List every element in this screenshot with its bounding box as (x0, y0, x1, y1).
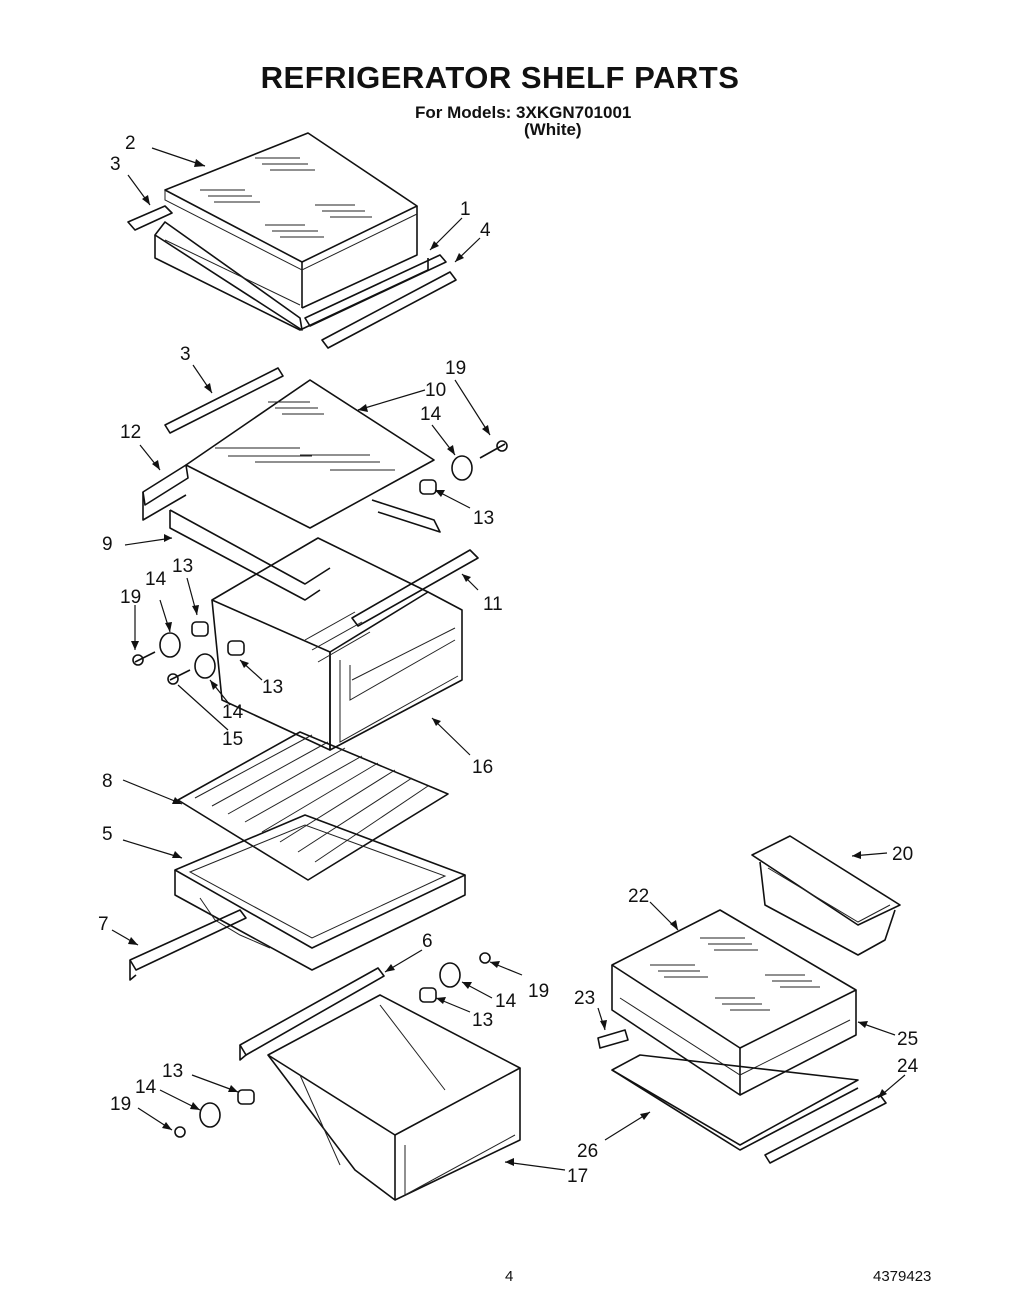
model-variant: (White) (524, 120, 582, 139)
callout-22: 22 (628, 886, 649, 907)
callout-13d: 13 (472, 1010, 493, 1031)
callout-4: 4 (480, 220, 491, 241)
callout-10: 10 (425, 380, 446, 401)
callout-13e: 13 (162, 1061, 183, 1082)
pantry-drawer (211, 537, 479, 751)
models-line: For Models: 3XKGN701001 (415, 103, 632, 122)
callout-8: 8 (102, 771, 113, 792)
callout-14e: 14 (135, 1077, 157, 1098)
crisper-cover-assembly (127, 132, 457, 349)
callout-24: 24 (897, 1056, 919, 1077)
callout-13b: 13 (172, 556, 193, 577)
callout-6: 6 (422, 931, 433, 952)
callout-14d: 14 (495, 991, 517, 1012)
callout-16: 16 (472, 757, 493, 778)
callout-14c: 14 (222, 702, 244, 723)
callout-26: 26 (577, 1141, 598, 1162)
document-number: 4379423 (873, 1268, 932, 1285)
callout-25: 25 (897, 1029, 918, 1050)
right-crisper-cover-assembly (597, 909, 887, 1164)
callout-17: 17 (567, 1166, 588, 1187)
callout-3b: 3 (180, 344, 191, 365)
callout-13c: 13 (262, 677, 283, 698)
callout-numbers: 2 3 1 4 3 19 10 14 12 13 9 13 14 19 11 1… (98, 133, 919, 1187)
callout-13a: 13 (473, 508, 494, 529)
roller-hardware-right-upper (419, 440, 508, 495)
callout-15: 15 (222, 729, 243, 750)
page-number: 4 (505, 1268, 514, 1285)
callout-20: 20 (892, 844, 913, 865)
roller-hardware-lower (174, 952, 491, 1138)
callout-2: 2 (125, 133, 136, 154)
callout-3a: 3 (110, 154, 121, 175)
callout-19b: 19 (120, 587, 141, 608)
callout-19d: 19 (110, 1094, 131, 1115)
callout-14a: 14 (420, 404, 442, 425)
callout-1: 1 (460, 199, 471, 220)
page-title: REFRIGERATOR SHELF PARTS (260, 60, 740, 95)
callout-7: 7 (98, 914, 109, 935)
callout-leaders (111, 147, 906, 1171)
callout-12: 12 (120, 422, 141, 443)
callout-19c: 19 (528, 981, 549, 1002)
deli-bin (751, 835, 901, 956)
crisper-frame-assembly (129, 731, 466, 981)
lower-crisper-drawer (239, 967, 521, 1201)
callout-19a: 19 (445, 358, 466, 379)
callout-5: 5 (102, 824, 113, 845)
callout-9: 9 (102, 534, 113, 555)
callout-23: 23 (574, 988, 595, 1009)
callout-11: 11 (483, 594, 503, 615)
glass-shelf-assembly (142, 367, 441, 601)
callout-14b: 14 (145, 569, 167, 590)
roller-hardware-left (132, 621, 245, 685)
